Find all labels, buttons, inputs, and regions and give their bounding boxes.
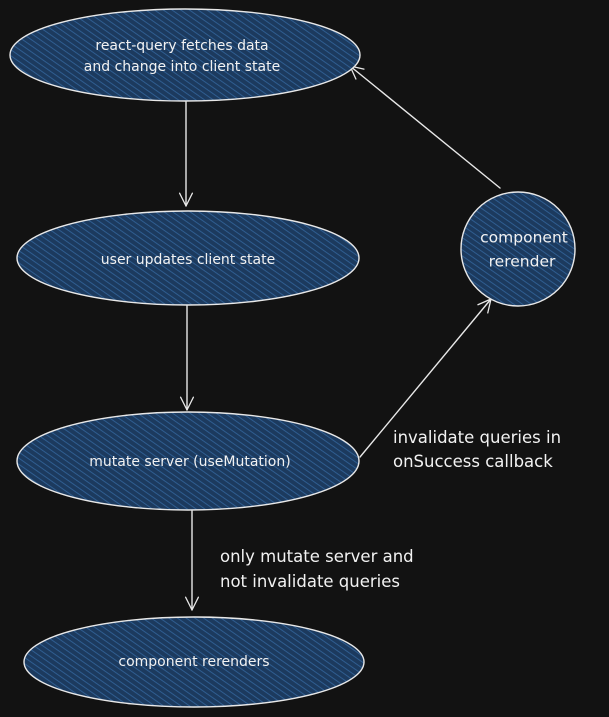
edge-rerender-to-fetch [349, 65, 501, 189]
edge-mutate-to-rerender [359, 298, 492, 458]
edge-label-invalidate-line1: invalidate queries in [393, 428, 561, 447]
node-react-query-fetches: react-query fetches data and change into… [9, 8, 361, 102]
edge-label-no-invalidate: only mutate server and not invalidate qu… [220, 547, 414, 591]
edge-label-no-invalidate-line1: only mutate server and [220, 547, 414, 566]
node-mutate-server: mutate server (useMutation) [16, 411, 360, 511]
node-component-renders-label: component rerenders [118, 654, 269, 670]
node-component-renders: component rerenders [23, 616, 365, 708]
edge-label-invalidate-line2: onSuccess callback [393, 452, 553, 471]
node-fetch-line1: react-query fetches data [95, 38, 268, 54]
edge-label-no-invalidate-line2: not invalidate queries [220, 572, 400, 591]
node-fetch-line2: and change into client state [84, 59, 280, 75]
edge-label-invalidate: invalidate queries in onSuccess callback [393, 428, 561, 471]
node-rerender-line1: component [480, 229, 568, 247]
node-component-rerender: component rerender [460, 191, 576, 307]
node-user-updates-client-state: user updates client state [16, 210, 360, 306]
node-rerender-line2: rerender [489, 253, 556, 271]
node-update-label: user updates client state [101, 252, 275, 268]
node-mutate-label: mutate server (useMutation) [89, 454, 290, 470]
